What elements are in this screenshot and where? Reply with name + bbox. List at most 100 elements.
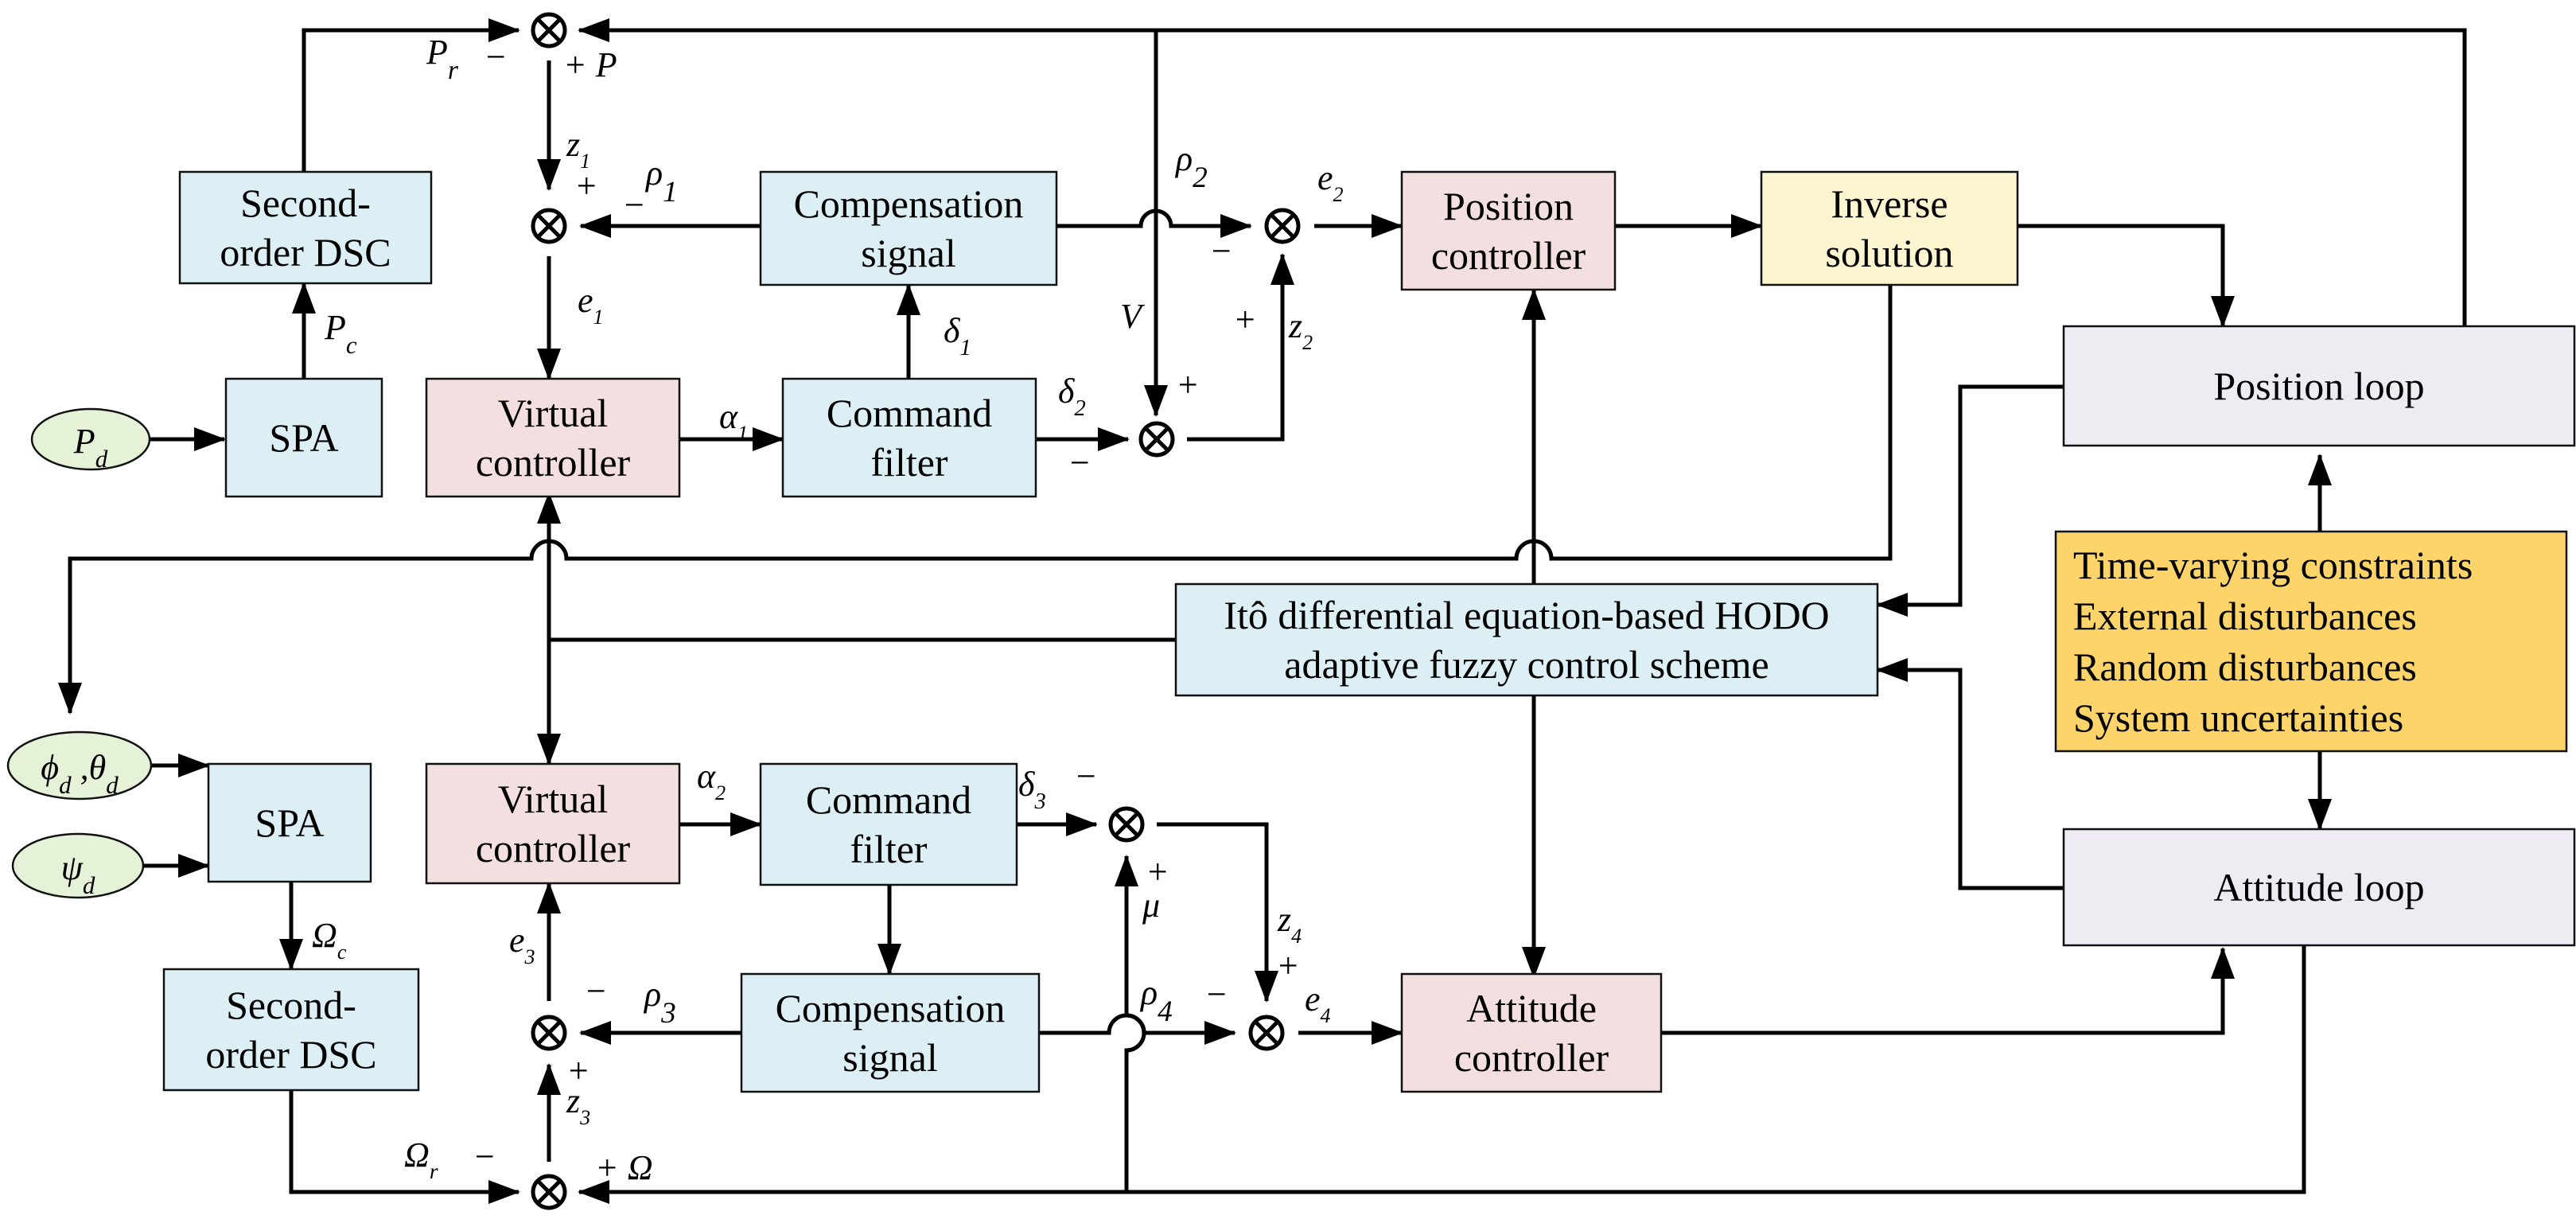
block-text: Virtual	[498, 777, 609, 821]
signal-label-plus-v: +	[1176, 365, 1200, 404]
block-text: SPA	[269, 415, 338, 460]
block-text: order DSC	[205, 1032, 376, 1077]
math-label: ψd	[61, 848, 95, 899]
summing-junction	[1248, 1015, 1285, 1051]
signal-label-alpha1: α1	[719, 397, 748, 445]
block-vc-bot: Virtual controller	[425, 762, 681, 885]
signal-label-minus-rho3: −	[584, 972, 608, 1011]
math-label: ϕd ,θd	[41, 748, 119, 799]
signal-label-minus-d2: −	[1068, 443, 1091, 482]
block-pos-loop: Position loop	[2062, 325, 2576, 447]
block-text: Itô differential equation-based HODO	[1224, 593, 1829, 637]
block-text: Attitude loop	[2213, 865, 2424, 910]
block-text: signal	[842, 1035, 937, 1080]
signal-label-minus-rho1: −	[622, 185, 646, 224]
signal-label-e4: e4	[1305, 980, 1331, 1027]
block-text: Attitude	[1466, 986, 1597, 1030]
block-text: filter	[870, 440, 948, 485]
block-text: controller	[1431, 233, 1586, 278]
block-text: signal	[861, 231, 955, 275]
block-text: Command	[806, 777, 971, 822]
signal-label-delta2: δ2	[1058, 372, 1086, 421]
signal-label-plusp: + P	[563, 45, 617, 84]
signal-label-delta3: δ3	[1018, 765, 1046, 814]
signal-label-rho4: ρ4	[1139, 973, 1173, 1028]
block-text: controller	[476, 826, 631, 871]
signal-label-omega-r: Ωr	[404, 1135, 438, 1183]
summing-junction	[531, 1174, 567, 1210]
summing-junction	[1264, 208, 1301, 244]
signal-label-alpha2: α2	[697, 757, 726, 804]
block-comp-top: Compensation signal	[759, 170, 1058, 286]
summing-junction	[1108, 806, 1145, 843]
block-pos-ctrl: Position controller	[1400, 170, 1617, 291]
signal-label-minus-rho4: −	[1204, 975, 1228, 1014]
block-text: Second-	[240, 181, 371, 225]
block-inverse: Inverse solution	[1760, 170, 2019, 286]
signal-label-pc: Pc	[324, 308, 357, 359]
signal-label-delta1: δ1	[944, 311, 971, 360]
summing-junction	[531, 1015, 567, 1051]
summing-junction	[531, 12, 567, 49]
signal-label-rho2: ρ2	[1174, 139, 1208, 194]
block-text: Second-	[226, 983, 356, 1027]
signal-label-plus-z1: +	[574, 166, 598, 205]
input-pd: Pd	[30, 407, 151, 473]
block-text: order DSC	[220, 230, 391, 275]
signal-label-z2: z2	[1288, 306, 1313, 354]
signal-label-e3: e3	[509, 921, 535, 968]
block-text: Virtual	[498, 391, 609, 435]
signal-label-omega-c: Ωc	[312, 916, 347, 964]
signal-label-minus-d3: −	[1074, 757, 1098, 796]
input-phi-theta: ϕd ,θd	[6, 730, 153, 800]
block-text: Compensation	[776, 986, 1006, 1030]
block-text: Random disturbances	[2073, 645, 2417, 689]
math-label: Pd	[73, 422, 108, 473]
block-text: Position	[1443, 184, 1574, 228]
signal-label-mu: μ	[1142, 886, 1160, 925]
block-text: Command	[827, 391, 992, 435]
block-text: filter	[850, 827, 928, 871]
connection-lines	[58, 18, 2467, 1204]
signal-label-pr: Pr	[426, 33, 459, 85]
block-text: System uncertainties	[2073, 695, 2403, 740]
block-text: Position loop	[2213, 364, 2424, 408]
block-text: SPA	[255, 800, 324, 845]
signal-label-z4: z4	[1277, 900, 1302, 948]
signal-label-e1: e1	[578, 281, 604, 329]
signal-label-e2: e2	[1317, 158, 1344, 206]
block-text: Compensation	[794, 181, 1024, 226]
block-text: adaptive fuzzy control scheme	[1284, 642, 1769, 687]
signal-label-plusomega: + Ω	[595, 1148, 653, 1187]
block-dsc-top: Second-order DSC	[178, 170, 433, 285]
signal-label-v: V	[1120, 297, 1146, 336]
signal-label-minus-e2: −	[1209, 232, 1233, 271]
input-psi: ψd	[11, 832, 145, 899]
block-text: controller	[1454, 1035, 1609, 1080]
block-att-ctrl: Attitude controller	[1400, 972, 1663, 1093]
block-text: controller	[476, 440, 631, 485]
block-text: Time-varying constraints	[2073, 543, 2473, 587]
signal-label-rho1: ρ1	[644, 154, 678, 208]
block-text: solution	[1825, 231, 1953, 275]
block-vc-top: Virtual controller	[425, 377, 681, 498]
block-cf-top: Command filter	[781, 377, 1037, 498]
signal-label-minus1: −	[484, 37, 508, 76]
signal-label-plus-z2: +	[1233, 300, 1257, 339]
block-text: External disturbances	[2073, 594, 2417, 638]
summing-junction	[1138, 421, 1175, 458]
block-spa-top: SPA	[224, 377, 383, 498]
signal-label-minus-or: −	[473, 1137, 496, 1176]
block-text: Inverse	[1831, 181, 1948, 226]
block-cf-bot: Command filter	[759, 762, 1018, 886]
block-dsc-bot: Second-order DSC	[162, 968, 420, 1092]
signal-label-plus-z3: +	[566, 1051, 590, 1090]
block-att-loop: Attitude loop	[2062, 828, 2576, 947]
signal-label-z3: z3	[566, 1081, 590, 1129]
block-ito: Itô differential equation-based HODO adap…	[1174, 582, 1879, 697]
signal-label-plus-mu: +	[1146, 852, 1169, 891]
block-spa-bot: SPA	[207, 762, 372, 883]
block-comp-bot: Compensation signal	[740, 972, 1041, 1093]
